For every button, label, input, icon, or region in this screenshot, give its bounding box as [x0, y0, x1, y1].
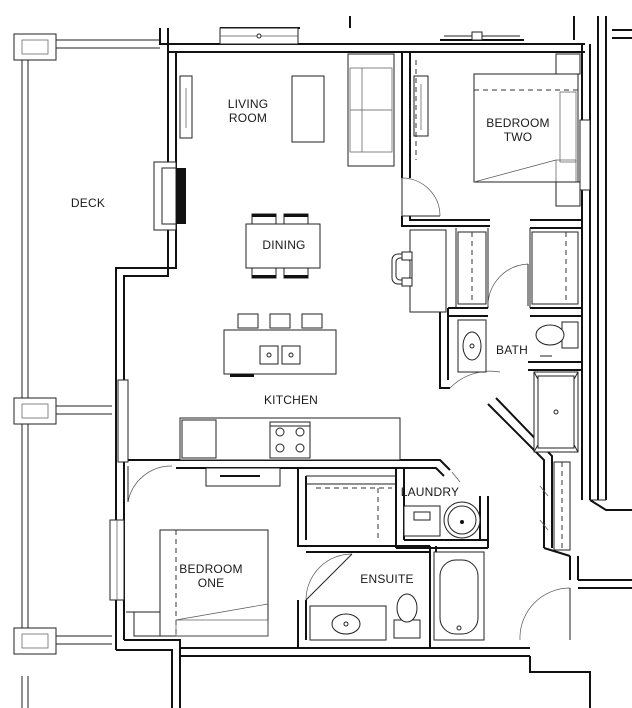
desk: [391, 229, 447, 313]
kitchen-counter: [179, 417, 401, 461]
room-label-line: BEDROOM: [179, 562, 243, 576]
room-label-living-room: LIVING ROOM: [221, 97, 275, 125]
room-label-bath: BATH: [496, 343, 528, 357]
deck-structure: [21, 39, 160, 708]
bath-fixtures: [457, 319, 579, 453]
room-label-line: BEDROOM: [486, 116, 550, 130]
living-furniture: [291, 53, 395, 167]
misc-fixtures: [444, 31, 520, 41]
room-label-ensuite: ENSUITE: [360, 572, 414, 586]
room-label-line: LIVING: [227, 97, 269, 111]
deck-posts: [13, 33, 57, 655]
dining-set: [245, 213, 321, 279]
room-label-bedroom-two: BEDROOM TWO: [480, 116, 556, 144]
wall-cabinet: [205, 467, 281, 487]
room-label-laundry: LAUNDRY: [400, 485, 460, 499]
doors: [127, 177, 571, 641]
windows: [109, 27, 591, 601]
ensuite-fixtures: [309, 551, 485, 641]
room-label-bedroom-one: BEDROOM ONE: [172, 562, 250, 590]
kitchen-island: [223, 313, 337, 377]
room-label-line: TWO: [503, 130, 533, 144]
room-label-kitchen: KITCHEN: [263, 393, 319, 407]
laundry-fixtures: [403, 501, 481, 539]
bedroom-one-bed: [159, 529, 269, 637]
room-label-deck: DECK: [70, 196, 106, 210]
room-label-dining: DINING: [262, 238, 306, 252]
bedroom-two-furniture: [473, 53, 581, 207]
room-label-line: ROOM: [228, 111, 268, 125]
room-label-line: ONE: [197, 576, 225, 590]
